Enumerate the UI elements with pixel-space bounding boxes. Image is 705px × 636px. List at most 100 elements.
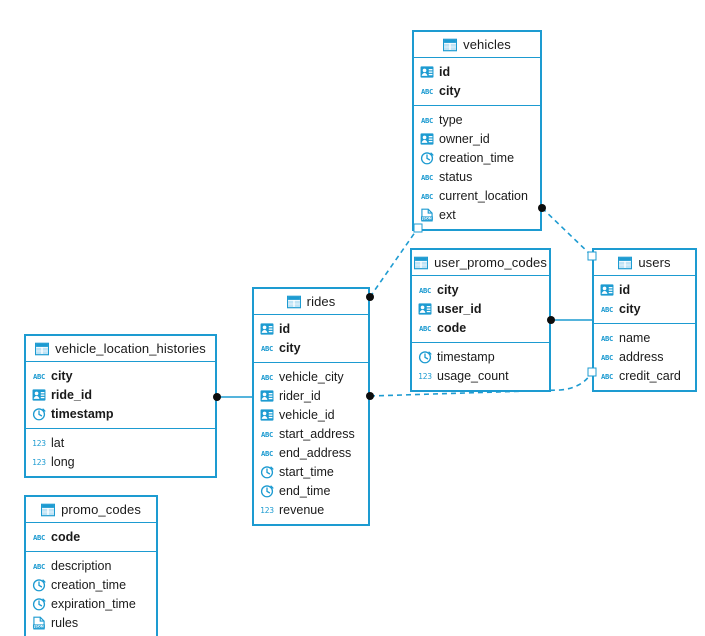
edge-square-marker-vehicles-to-users <box>587 251 597 261</box>
column-name: city <box>439 83 461 98</box>
svg-text:ABC: ABC <box>601 352 613 361</box>
clock-icon <box>418 350 432 364</box>
edge-square-marker-rides-to-users <box>587 367 597 377</box>
table-header[interactable]: vehicles <box>414 32 540 58</box>
column-row[interactable]: id <box>594 280 695 299</box>
column-name: id <box>279 321 291 336</box>
column-row[interactable]: rider_id <box>254 386 368 405</box>
column-row[interactable]: ABC city <box>414 81 540 100</box>
abc-text-icon: ABC <box>420 170 434 184</box>
table-header[interactable]: promo_codes <box>26 497 156 523</box>
abc-text-icon: ABC <box>420 84 434 98</box>
svg-text:ABC: ABC <box>601 304 613 313</box>
table-header[interactable]: user_promo_codes <box>412 250 549 276</box>
column-row[interactable]: timestamp <box>412 347 549 366</box>
column-row[interactable]: start_time <box>254 462 368 481</box>
column-name: id <box>619 282 631 297</box>
column-name: revenue <box>279 502 325 517</box>
clock-icon <box>32 407 46 421</box>
svg-text:ABC: ABC <box>419 285 431 294</box>
column-row[interactable]: id <box>254 319 368 338</box>
clock-icon <box>260 465 274 479</box>
table-title: users <box>638 255 671 270</box>
column-row[interactable]: owner_id <box>414 129 540 148</box>
table-grid-icon <box>618 256 633 270</box>
clock-icon <box>260 484 274 498</box>
table-header[interactable]: rides <box>254 289 368 315</box>
abc-text-icon: ABC <box>260 341 274 355</box>
table-header[interactable]: users <box>594 250 695 276</box>
column-name: current_location <box>439 188 528 203</box>
column-row[interactable]: expiration_time <box>26 594 156 613</box>
table-title: vehicle_location_histories <box>55 341 206 356</box>
column-row[interactable]: id <box>414 62 540 81</box>
table-grid-icon <box>41 503 56 517</box>
column-row[interactable]: ABC status <box>414 167 540 186</box>
abc-text-icon: ABC <box>420 113 434 127</box>
column-name: description <box>51 558 112 573</box>
id-badge-icon <box>260 408 274 422</box>
column-row[interactable]: timestamp <box>26 404 215 423</box>
id-badge-icon <box>32 388 46 402</box>
column-name: vehicle_city <box>279 369 344 384</box>
column-name: end_time <box>279 483 331 498</box>
123-number-icon: 123 <box>418 369 432 383</box>
column-row[interactable]: end_time <box>254 481 368 500</box>
column-name: user_id <box>437 301 482 316</box>
svg-text:ABC: ABC <box>261 448 273 457</box>
column-row[interactable]: creation_time <box>414 148 540 167</box>
abc-text-icon: ABC <box>32 369 46 383</box>
edge-dot-marker-vehicles-to-users <box>538 204 546 212</box>
column-row[interactable]: user_id <box>412 299 549 318</box>
table-header[interactable]: vehicle_location_histories <box>26 336 215 362</box>
column-name: vehicle_id <box>279 407 335 422</box>
column-row[interactable]: ABC city <box>254 338 368 357</box>
id-badge-icon <box>600 283 614 297</box>
table-title: rides <box>306 294 336 309</box>
table-grid-icon <box>35 342 50 356</box>
table-title: promo_codes <box>61 502 141 517</box>
column-name: city <box>279 340 301 355</box>
abc-text-icon: ABC <box>600 302 614 316</box>
svg-text:ABC: ABC <box>261 429 273 438</box>
column-row[interactable]: vehicle_id <box>254 405 368 424</box>
column-row[interactable]: ride_id <box>26 385 215 404</box>
edge-dot-marker-vehicles-to-rides <box>366 293 374 301</box>
column-name: status <box>439 169 473 184</box>
column-row[interactable]: creation_time <box>26 575 156 594</box>
table-grid-icon <box>286 295 301 309</box>
svg-text:123: 123 <box>418 371 432 380</box>
